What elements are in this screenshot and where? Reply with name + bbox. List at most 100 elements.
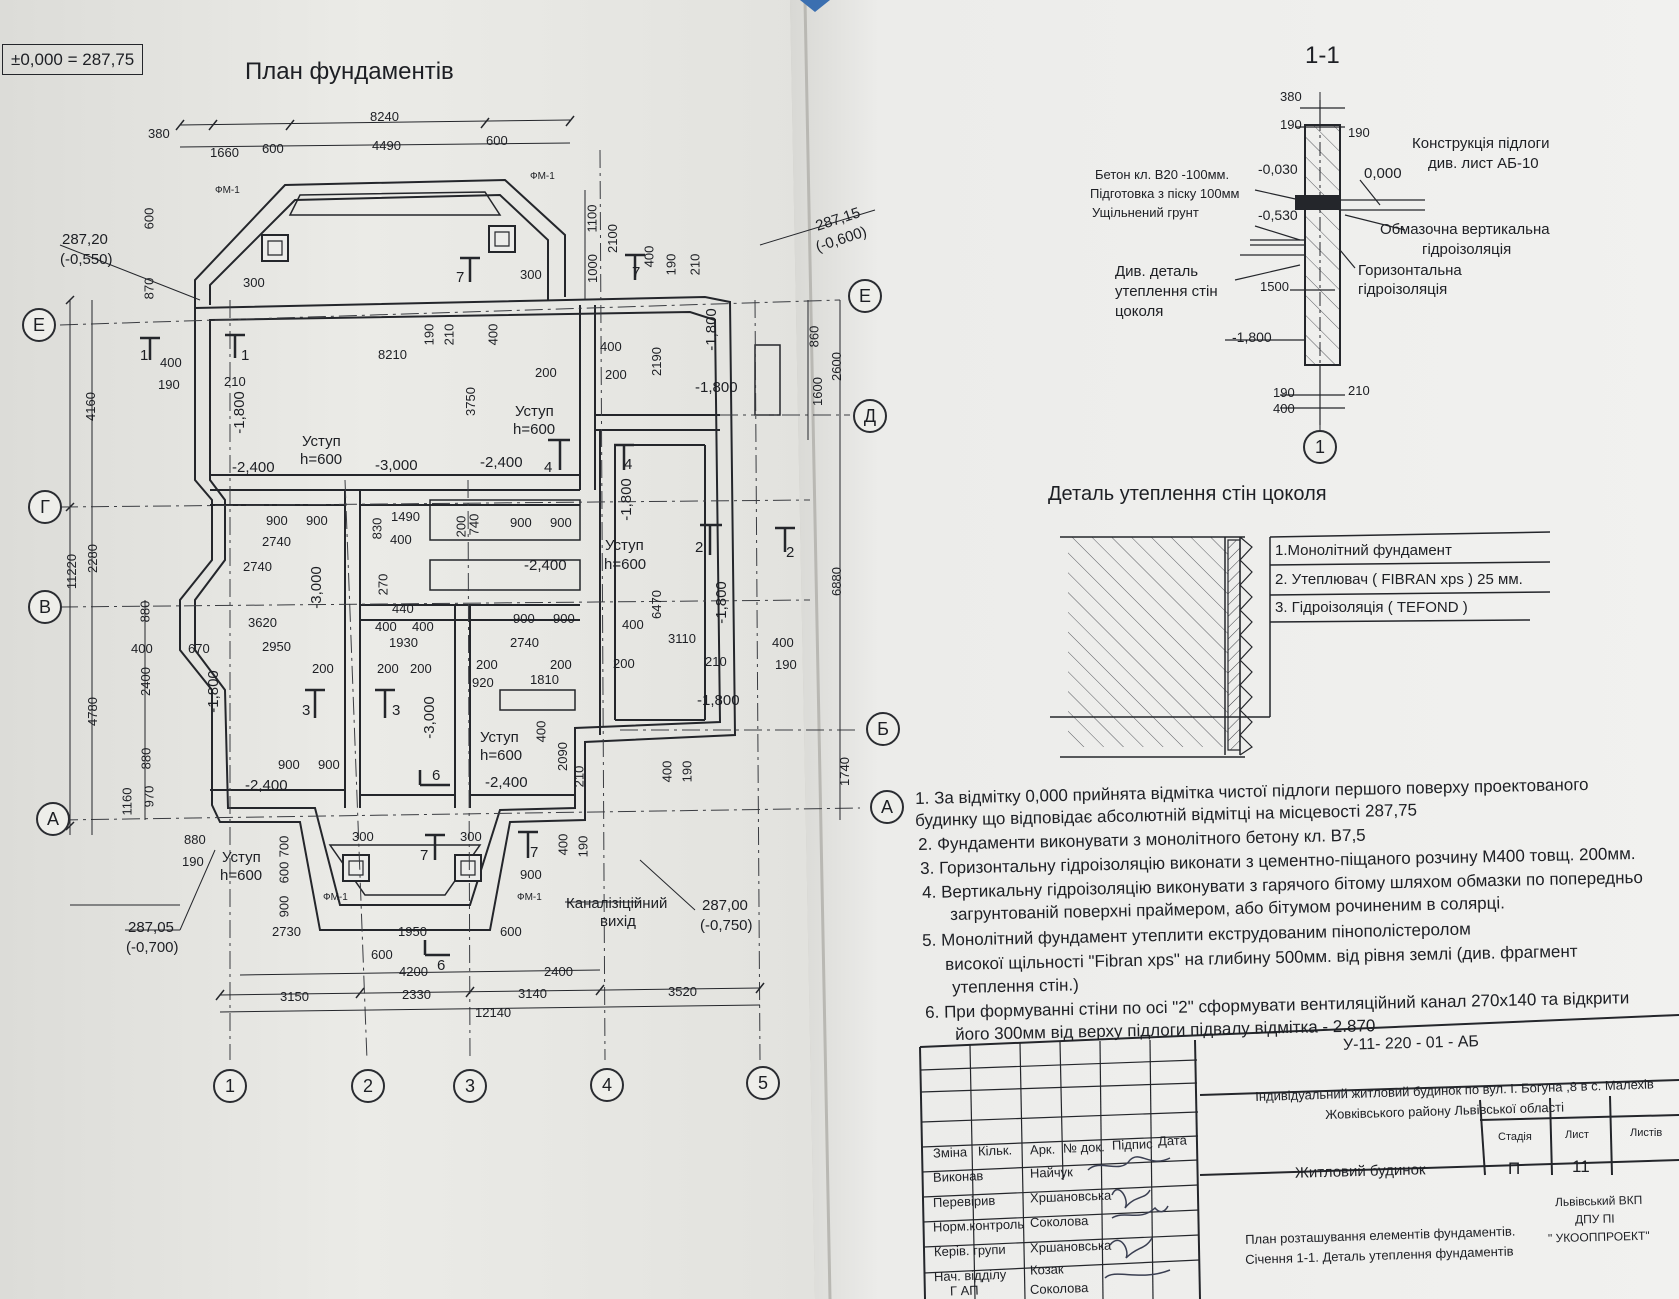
axis-bubble-E-right: Е — [848, 279, 882, 313]
sewer-exit-label: Каналізіційний — [566, 895, 668, 912]
axis-bubble-V-left: В — [28, 590, 62, 624]
dim-inner: 900 — [306, 513, 328, 528]
detail-item: 3. Гідроізоляція ( TEFOND ) — [1275, 599, 1468, 616]
section-label: утеплення стін — [1115, 283, 1218, 300]
section-dim: 210 — [1348, 383, 1370, 398]
level-mark: -2,400 — [245, 777, 288, 794]
section-mark-number: 1 — [241, 347, 250, 364]
stage-header: Стадія — [1498, 1131, 1532, 1143]
dim-inner: 2740 — [510, 635, 539, 650]
ledge-height: h=600 — [480, 747, 523, 764]
sheets-header: Листів — [1630, 1127, 1663, 1139]
axis-bubble-5: 5 — [746, 1066, 780, 1100]
callout-level: 287,00 — [702, 897, 748, 914]
dim-top-380: 380 — [148, 126, 170, 141]
dim-bottom-3520: 3520 — [668, 984, 697, 999]
dim-inner: 400 — [131, 641, 153, 656]
dim-inner: 190 — [775, 657, 797, 672]
section-dim: 190 — [1280, 117, 1302, 132]
dim-inner: 400 — [160, 355, 182, 370]
fm-label: ФМ-1 — [215, 185, 240, 196]
axis-bubble-4: 4 — [590, 1068, 624, 1102]
level-mark: -1,800 — [695, 379, 738, 396]
dim-inner: 900 — [550, 515, 572, 530]
callout-sub: (-0,750) — [700, 917, 753, 934]
section-mark-number: 4 — [624, 456, 633, 473]
sheet-header: Лист — [1565, 1129, 1589, 1141]
fm-label: ФМ-1 — [517, 892, 542, 903]
callout-sub: (-0,700) — [126, 939, 179, 956]
section-mark-number: 2 — [786, 544, 795, 561]
dim-inner: 400 — [600, 339, 622, 354]
dim-inner: 400 — [390, 532, 412, 547]
dim-inner: 400 — [375, 619, 397, 634]
dim-inner-1490: 1490 — [391, 509, 420, 524]
dim-inner: 900 — [266, 513, 288, 528]
section-dim: 190 — [1273, 385, 1295, 400]
ledge-height: h=600 — [604, 556, 647, 573]
axis-bubble-G-left: Г — [28, 490, 62, 524]
ledge-label: Уступ — [515, 403, 554, 420]
axis-bubble-3: 3 — [453, 1069, 487, 1103]
dim-inner: 200 — [377, 661, 399, 676]
section-level: -1,800 — [1232, 329, 1272, 345]
plan-title: План фундаментів — [245, 58, 454, 85]
dim-inner: 200 — [476, 657, 498, 672]
dim-bottom-3150: 3150 — [280, 989, 309, 1004]
section-label: Бетон кл. В20 -100мм. — [1095, 167, 1230, 182]
section-label: гідроізоляція — [1422, 241, 1512, 258]
section-level: -0,530 — [1258, 207, 1298, 223]
dim-inner: 200 — [550, 657, 572, 672]
dim-bottom-3140: 3140 — [518, 986, 547, 1001]
dim-inner: 200 — [312, 661, 334, 676]
dim-bottom-600: 600 — [371, 947, 393, 962]
ledge-label: Уступ — [302, 433, 341, 450]
detail-item: 1.Монолітний фундамент — [1275, 542, 1452, 559]
axis-bubble-E-left: Е — [22, 308, 56, 342]
sheet-number: 11 — [1572, 1157, 1590, 1176]
dim-bottom-2330: 2330 — [402, 987, 431, 1002]
dim-inner: 300 — [352, 829, 374, 844]
section-dim: 400 — [1273, 401, 1295, 416]
dim-inner: 2740 — [262, 534, 291, 549]
dim-inner: 200 — [605, 367, 627, 382]
section-mark-number: 1 — [140, 347, 149, 364]
axis-bubble-2: 2 — [351, 1069, 385, 1103]
dim-bottom-4200: 4200 — [399, 964, 428, 979]
section-level: 0,000 — [1364, 165, 1402, 182]
dim-inner-2950: 2950 — [262, 639, 291, 654]
level-mark: -2,400 — [480, 454, 523, 471]
section-mark-number: 6 — [432, 767, 441, 784]
dim-top-600b: 600 — [486, 133, 508, 148]
dim-inner: 900 — [553, 611, 575, 626]
ledge-height: h=600 — [220, 867, 263, 884]
dim-bottom-2400: 2400 — [544, 964, 573, 979]
callout-sub: (-0,550) — [60, 251, 113, 268]
dim-inner: 210 — [224, 374, 246, 389]
dim-bottom-1950: 1950 — [398, 924, 427, 939]
dim-inner: 880 — [184, 832, 206, 847]
dim-inner-8210: 8210 — [378, 347, 407, 362]
section-label: див. лист АБ-10 — [1428, 155, 1539, 172]
axis-bubble-1: 1 — [213, 1069, 247, 1103]
axis-bubble-B-right: Б — [866, 712, 900, 746]
level-mark: -2,400 — [485, 774, 528, 791]
sewer-exit-label: вихід — [600, 913, 636, 930]
level-mark: -2,400 — [524, 557, 567, 574]
dim-inner: 900 — [520, 867, 542, 882]
dim-inner: 400 — [412, 619, 434, 634]
dim-inner: 900 — [318, 757, 340, 772]
section-label: Обмазочна вертикальна — [1380, 221, 1550, 238]
dim-inner-1930: 1930 — [389, 635, 418, 650]
dim-inner: 400 — [622, 617, 644, 632]
dim-inner: 200 — [535, 365, 557, 380]
dim-inner: 900 — [510, 515, 532, 530]
dim-top-600a: 600 — [262, 141, 284, 156]
dim-inner: 440 — [392, 601, 414, 616]
dim-bottom-total: 12140 — [475, 1005, 512, 1020]
dim-top-4490: 4490 — [372, 138, 401, 153]
